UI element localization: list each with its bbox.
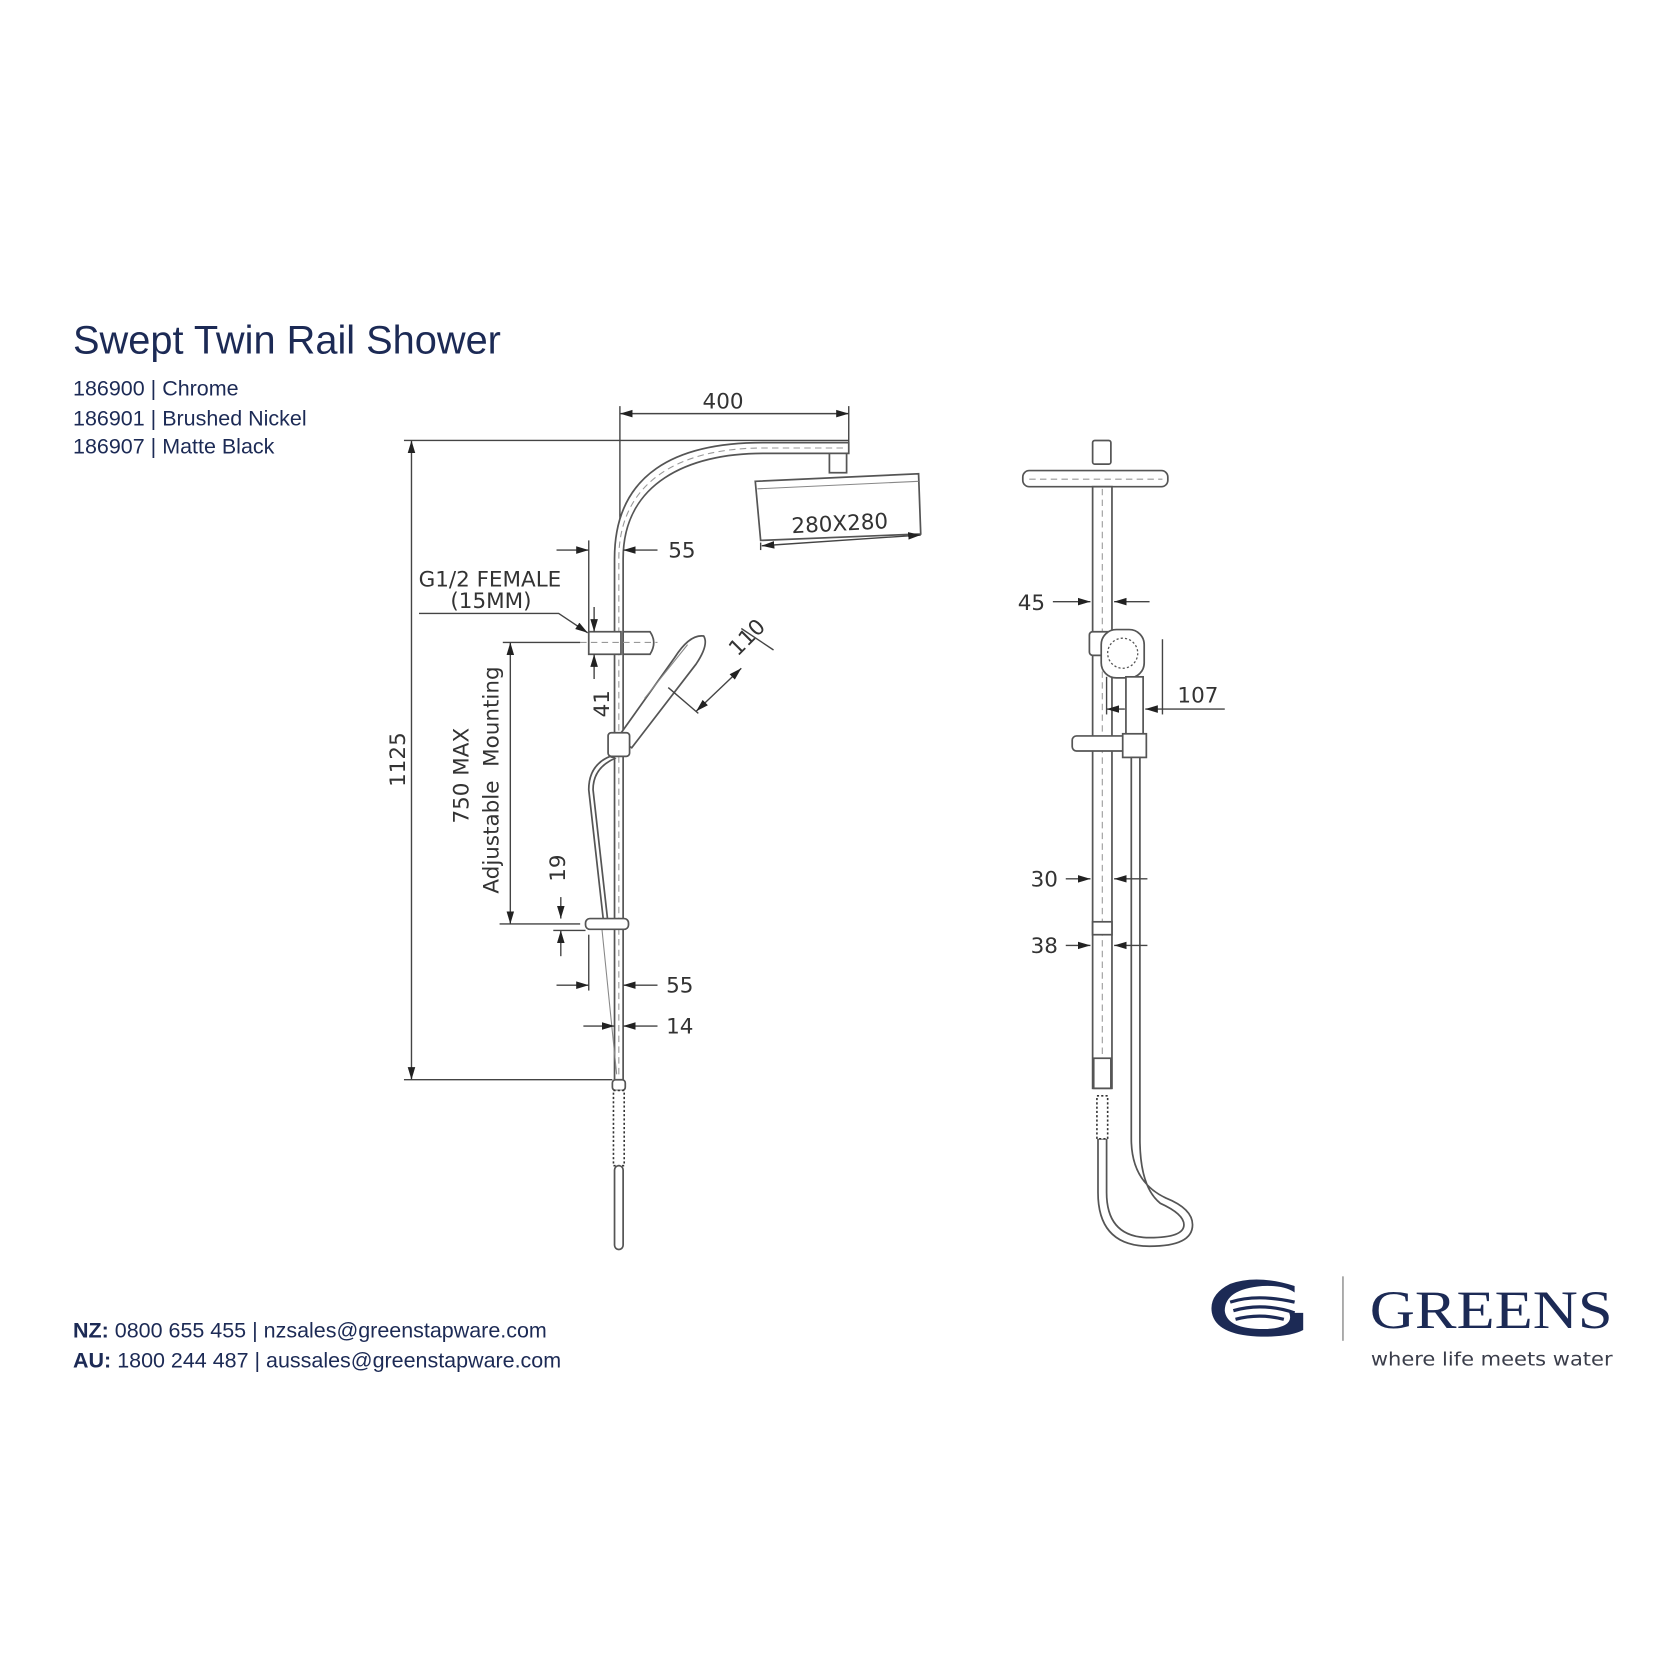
variant-item: 186907 | Matte Black	[73, 434, 275, 458]
email-link[interactable]: nzsales@greenstapware.com	[264, 1319, 547, 1343]
variant-item: 186900 | Chrome	[73, 376, 239, 400]
dim-rail-offset: 55	[666, 974, 693, 999]
dim-mount-label: Adjustable Mounting	[480, 666, 505, 893]
inlet-size: (15MM)	[450, 589, 531, 614]
greens-logo: GREENS where life meets water	[1211, 1276, 1613, 1371]
dim-elbow-height: 41	[590, 690, 615, 717]
brand-name: GREENS	[1370, 1280, 1613, 1340]
contact-nz: NZ: 0800 655 455 | nzsales@greenstapware…	[73, 1319, 547, 1343]
dim-head-size: 280X280	[791, 509, 889, 539]
logo-mark-icon	[1211, 1279, 1304, 1337]
dim-total-height: 1125	[386, 732, 411, 787]
brand-tagline: where life meets water	[1371, 1350, 1613, 1371]
email-link[interactable]: aussales@greenstapware.com	[266, 1349, 561, 1373]
dim-arm-width: 400	[703, 389, 744, 414]
dim-rail-diameter: 14	[666, 1015, 693, 1040]
inlet-label: G1/2 FEMALE	[419, 568, 562, 593]
dim-handshower-width: 110	[724, 615, 771, 662]
dim-mount-max: 750 MAX	[449, 728, 474, 824]
dim-holder-width: 45	[1018, 591, 1045, 616]
contact-info: NZ: 0800 655 455 | nzsales@greenstapware…	[73, 1319, 561, 1373]
dim-bracket-width: 38	[1031, 934, 1058, 959]
variant-list: 186900 | Chrome 186901 | Brushed Nickel …	[73, 376, 307, 458]
front-view-drawing: 45 107 30 38	[1018, 439, 1225, 1248]
dim-rail-width: 30	[1031, 867, 1058, 892]
variant-item: 186901 | Brushed Nickel	[73, 406, 307, 430]
dim-slider-height: 19	[546, 854, 571, 881]
side-view-drawing: 400 1125 280X280 55 G1/2 FEMALE (15MM) 4…	[386, 389, 922, 1251]
page-title: Swept Twin Rail Shower	[73, 318, 501, 362]
contact-au: AU: 1800 244 487 | aussales@greenstapwar…	[73, 1349, 561, 1373]
dim-arm-offset: 55	[668, 539, 695, 564]
dim-handshower-front-width: 107	[1177, 684, 1218, 709]
